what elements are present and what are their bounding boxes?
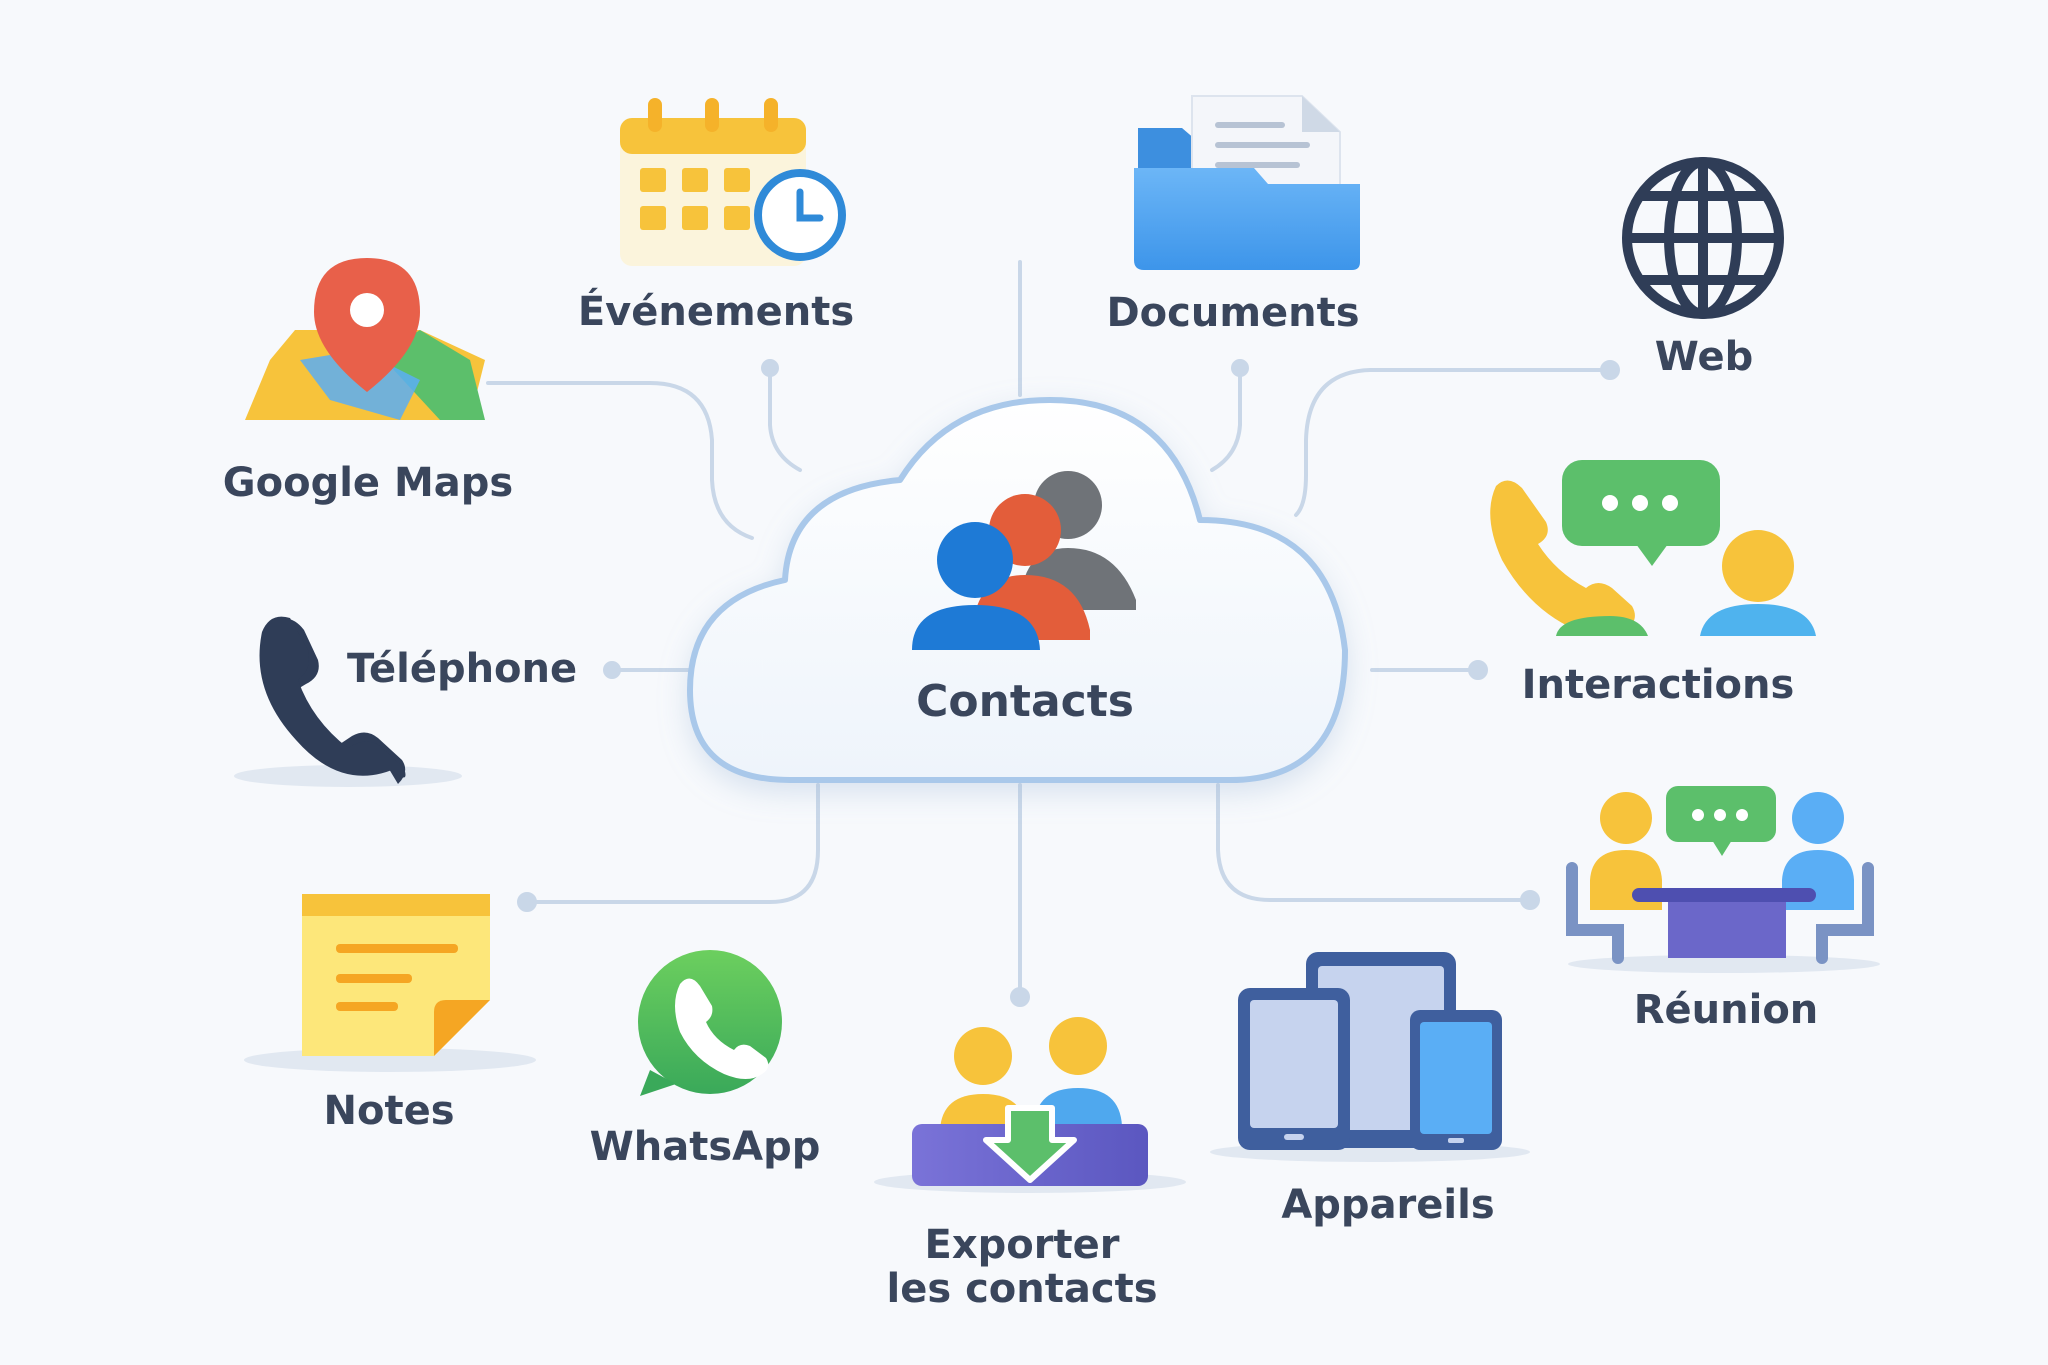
notes-label: Notes [323,1088,454,1134]
node-telephone[interactable]: Téléphone [234,616,577,787]
connector-lines [486,260,1620,1007]
node-appareils[interactable]: Appareils [1210,952,1530,1228]
calendar-clock-icon [620,98,846,266]
appareils-label: Appareils [1281,1182,1494,1228]
google-maps-label: Google Maps [223,460,513,506]
connector-evenements [768,366,802,472]
center-label: Contacts [916,676,1134,727]
node-exporter[interactable]: Exporter les contacts [874,1017,1186,1312]
connector-dot-notes [517,892,537,912]
node-notes[interactable]: Notes [244,894,536,1134]
meeting-icon [1566,786,1874,964]
node-reunion[interactable]: Réunion [1566,786,1880,1033]
node-evenements[interactable]: Événements [578,98,854,335]
whatsapp-label: WhatsApp [590,1124,821,1170]
connector-dot-telephone [603,661,621,679]
connector-reunion [1216,783,1532,902]
node-whatsapp[interactable]: WhatsApp [590,950,821,1170]
whatsapp-icon [638,950,782,1096]
map-pin-icon [245,258,485,420]
connector-notes [525,783,820,904]
connector-dot-evenements [761,359,779,377]
node-web[interactable]: Web [1622,157,1784,380]
evenements-label: Événements [578,287,854,335]
telephone-label: Téléphone [347,646,577,692]
people-group-icon [912,471,1136,650]
folder-document-icon [1134,95,1360,270]
phone-chat-person-icon [1490,460,1816,636]
connector-dot-documents [1231,359,1249,377]
phone-handset-icon [259,616,406,784]
connector-dot-reunion [1520,890,1540,910]
connector-google-maps [486,381,754,540]
exporter-label-line1: Exporter [925,1222,1120,1268]
export-download-icon [912,1017,1148,1186]
connector-dot-web [1600,360,1620,380]
exporter-label-line2: les contacts [887,1266,1158,1312]
devices-icon [1238,952,1502,1150]
connector-documents-right [1210,366,1242,472]
connector-dot-interactions [1468,660,1488,680]
reunion-label: Réunion [1634,987,1819,1033]
interactions-label: Interactions [1522,662,1795,708]
connector-web [1294,368,1612,517]
reunion-shadow [1568,955,1880,973]
globe-icon [1622,157,1784,319]
node-interactions[interactable]: Interactions [1490,460,1816,708]
contacts-cloud[interactable]: Contacts [687,397,1348,783]
node-google-maps[interactable]: Google Maps [223,258,513,506]
node-documents[interactable]: Documents [1106,95,1360,336]
web-label: Web [1655,334,1753,380]
sticky-note-icon [302,894,490,1056]
documents-label: Documents [1106,290,1359,336]
connector-dot-exporter [1010,987,1030,1007]
